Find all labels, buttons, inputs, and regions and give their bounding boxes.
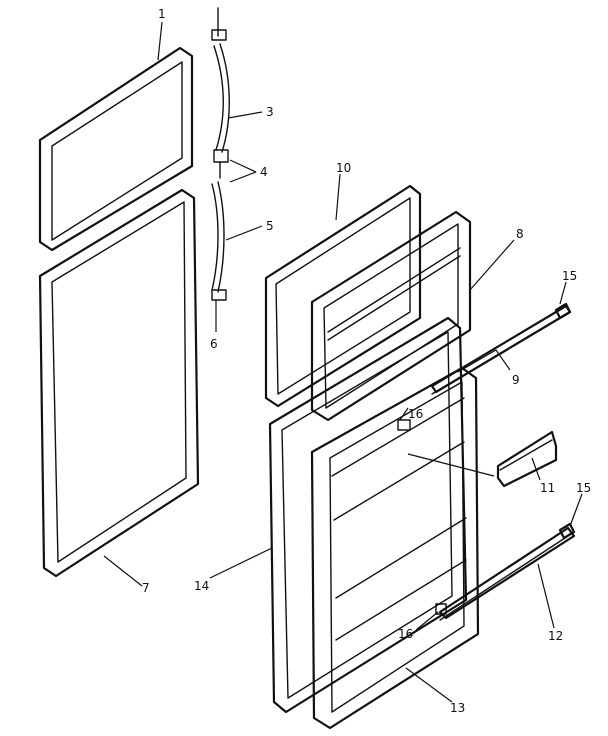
callout-8: 8 [516,227,524,241]
rail-end-cap-lower [558,522,576,540]
callout-5: 5 [266,219,274,233]
door-hinge-cover-lower [211,181,225,293]
callout-9: 9 [512,373,520,387]
fresh-food-door-liner [310,366,480,730]
freezer-shelf-rail [430,304,572,395]
callout-4: 4 [260,165,268,179]
center-hinge [213,149,229,179]
freezer-door-panel-gasket [264,184,422,408]
freezer-door-gasket [38,46,194,252]
callout-7: 7 [142,581,150,595]
callout-3: 3 [266,105,274,119]
callout-6: 6 [210,337,218,351]
fresh-food-shelf-rail [438,526,576,621]
callout-11: 11 [540,481,555,495]
fresh-food-door-panel-gasket [268,316,468,714]
callout-16-upper: 16 [408,407,423,421]
lower-hinge [211,289,227,301]
callout-15-lower: 15 [576,481,591,495]
callout-13: 13 [450,701,465,715]
fresh-food-door-gasket [38,188,200,578]
upper-hinge-pin [211,7,227,41]
rail-clip-lower [435,603,447,615]
dairy-compartment-door [496,430,558,488]
rail-clip-upper [397,419,411,431]
door-hinge-cover-upper [213,43,230,153]
leader-lines [103,21,583,703]
callout-1: 1 [158,7,166,21]
freezer-door-liner [310,210,472,422]
callout-15-upper: 15 [562,269,577,283]
callout-16-lower: 16 [398,627,413,641]
callout-12: 12 [548,629,563,643]
callout-14: 14 [194,579,209,593]
rail-end-cap-upper [554,302,572,320]
callout-10: 10 [336,161,351,175]
callout-labels: 1 3 4 5 6 7 8 9 10 11 12 13 14 15 15 16 … [142,7,591,715]
